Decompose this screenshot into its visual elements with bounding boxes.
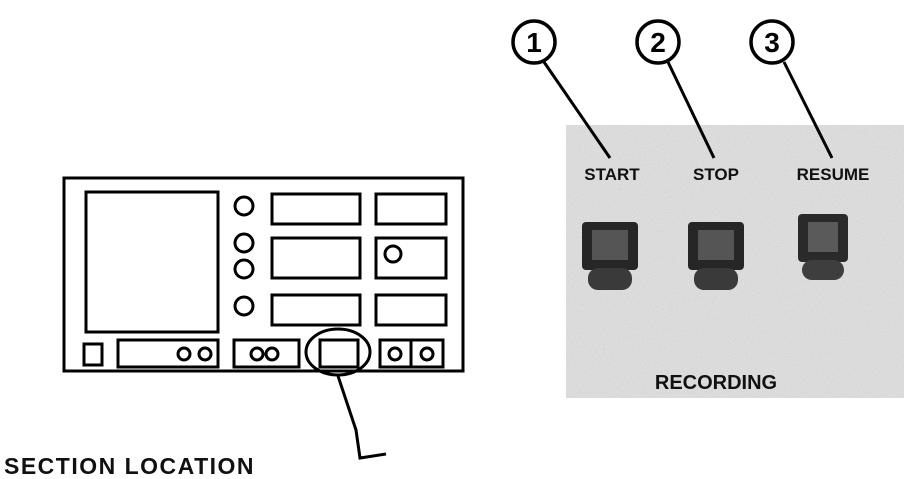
console-panel <box>64 178 463 458</box>
start-toggle-switch <box>582 222 638 290</box>
callout-1: 1 <box>513 21 610 158</box>
resume-label: RESUME <box>797 165 870 184</box>
callout-number: 3 <box>764 27 780 58</box>
stop-toggle-switch <box>688 222 744 290</box>
resume-toggle-switch <box>798 214 848 280</box>
recording-label: RECORDING <box>655 372 777 394</box>
console-outline <box>64 178 463 371</box>
recording-panel-photo: START STOP RESUME RECORDING <box>566 125 904 398</box>
section-location-label: SECTION LOCATION <box>4 453 255 479</box>
section-leader-line <box>338 376 386 458</box>
stop-label: STOP <box>693 165 739 184</box>
callout-number: 2 <box>650 27 666 58</box>
callout-number: 1 <box>526 27 542 58</box>
start-label: START <box>584 165 640 184</box>
